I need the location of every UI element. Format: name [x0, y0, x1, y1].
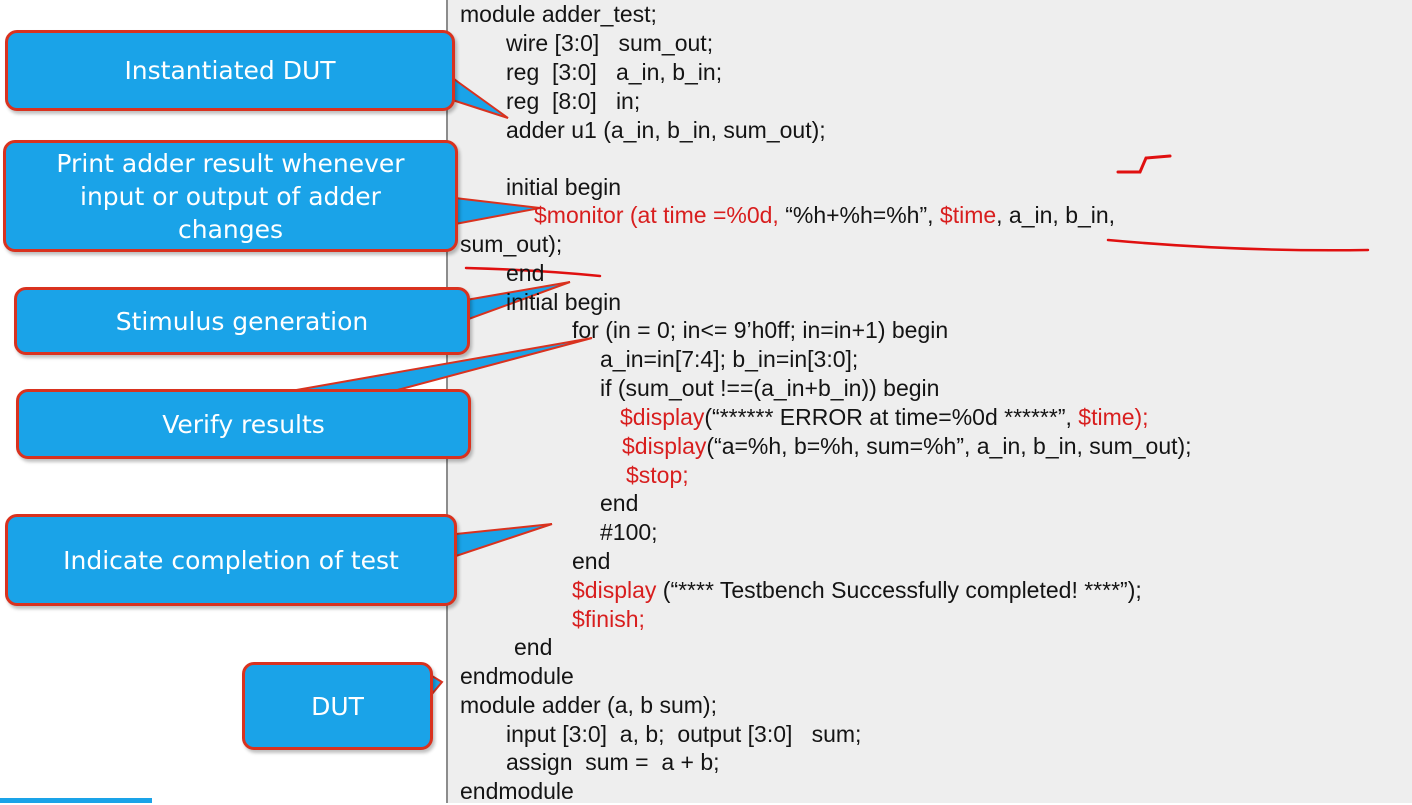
code-line: initial begin [506, 288, 621, 316]
code-line: $display (“**** Testbench Successfully c… [572, 576, 1142, 604]
code-text: reg [8:0] in; [506, 88, 641, 114]
code-line: $display(“****** ERROR at time=%0d *****… [620, 403, 1149, 431]
code-text: a_in=in[7:4]; b_in=in[3:0]; [600, 346, 859, 372]
code-line: wire [3:0] sum_out; [506, 29, 713, 57]
code-keyword: $display [572, 577, 657, 603]
code-line: endmodule [460, 777, 574, 805]
callout-dut: DUT [242, 662, 433, 750]
code-text: input [3:0] a, b; output [3:0] sum; [506, 721, 862, 747]
code-text: adder u1 (a_in, b_in, sum_out); [506, 117, 826, 143]
code-text: , a_in, b_in, [996, 202, 1116, 228]
code-line: #100; [600, 518, 658, 546]
code-keyword: $display [622, 433, 707, 459]
callout-print-adder-result: Print adder result whenever input or out… [3, 140, 458, 252]
code-line: reg [8:0] in; [506, 87, 640, 115]
code-panel [448, 0, 1412, 803]
code-line: for (in = 0; in<= 9’h0ff; in=in+1) begin [572, 316, 948, 344]
callout-stimulus-generation: Stimulus generation [14, 287, 470, 355]
code-text: if (sum_out !==(a_in+b_in)) begin [600, 375, 940, 401]
code-keyword: $stop; [626, 462, 689, 488]
code-line: input [3:0] a, b; output [3:0] sum; [506, 720, 861, 748]
code-line: end [572, 547, 610, 575]
code-line: $stop; [626, 461, 689, 489]
code-keyword: $time); [1078, 404, 1149, 430]
code-line: $finish; [572, 605, 645, 633]
code-text: sum_out); [460, 231, 563, 257]
progress-strip [0, 798, 152, 803]
code-keyword: $finish; [572, 606, 645, 632]
code-line: if (sum_out !==(a_in+b_in)) begin [600, 374, 939, 402]
code-line: reg [3:0] a_in, b_in; [506, 58, 722, 86]
code-text: initial begin [506, 289, 622, 315]
code-line: endmodule [460, 662, 574, 690]
code-line: a_in=in[7:4]; b_in=in[3:0]; [600, 345, 858, 373]
code-text: assign sum = a + b; [506, 749, 720, 775]
callout-indicate-completion: Indicate completion of test [5, 514, 457, 606]
code-line: adder u1 (a_in, b_in, sum_out); [506, 116, 826, 144]
code-text: #100; [600, 519, 658, 545]
code-text: initial begin [506, 174, 622, 200]
code-line: sum_out); [460, 230, 562, 258]
code-keyword: $time [939, 202, 997, 228]
code-text: end [514, 634, 553, 660]
code-keyword: $monitor (at time =%0d, [534, 202, 786, 228]
code-line: assign sum = a + b; [506, 748, 720, 776]
code-text: endmodule [460, 778, 574, 804]
code-text: end [572, 548, 611, 574]
code-line: end [514, 633, 552, 661]
callout-verify-results: Verify results [16, 389, 471, 459]
code-text: reg [3:0] a_in, b_in; [506, 59, 723, 85]
code-line: initial begin [506, 173, 621, 201]
code-text: endmodule [460, 663, 574, 689]
code-line: end [506, 259, 544, 287]
code-text: (“**** Testbench Successfully completed!… [656, 577, 1142, 603]
code-line: module adder_test; [460, 0, 657, 28]
code-line: end [600, 489, 638, 517]
code-line: $monitor (at time =%0d, “%h+%h=%h”, $tim… [534, 201, 1115, 229]
code-text: end [506, 260, 545, 286]
code-text: for (in = 0; in<= 9’h0ff; in=in+1) begin [572, 317, 949, 343]
code-text: end [600, 490, 639, 516]
code-text: (“a=%h, b=%h, sum=%h”, a_in, b_in, sum_o… [706, 433, 1192, 459]
code-text: (“****** ERROR at time=%0d ******”, [704, 404, 1079, 430]
code-text: “%h+%h=%h”, [785, 202, 940, 228]
callout-instantiated-dut: Instantiated DUT [5, 30, 455, 111]
code-text: module adder (a, b sum); [460, 692, 717, 718]
code-keyword: $display [620, 404, 705, 430]
code-line: $display(“a=%h, b=%h, sum=%h”, a_in, b_i… [622, 432, 1192, 460]
code-line: module adder (a, b sum); [460, 691, 717, 719]
code-text: module adder_test; [460, 1, 657, 27]
code-text: wire [3:0] sum_out; [506, 30, 714, 56]
